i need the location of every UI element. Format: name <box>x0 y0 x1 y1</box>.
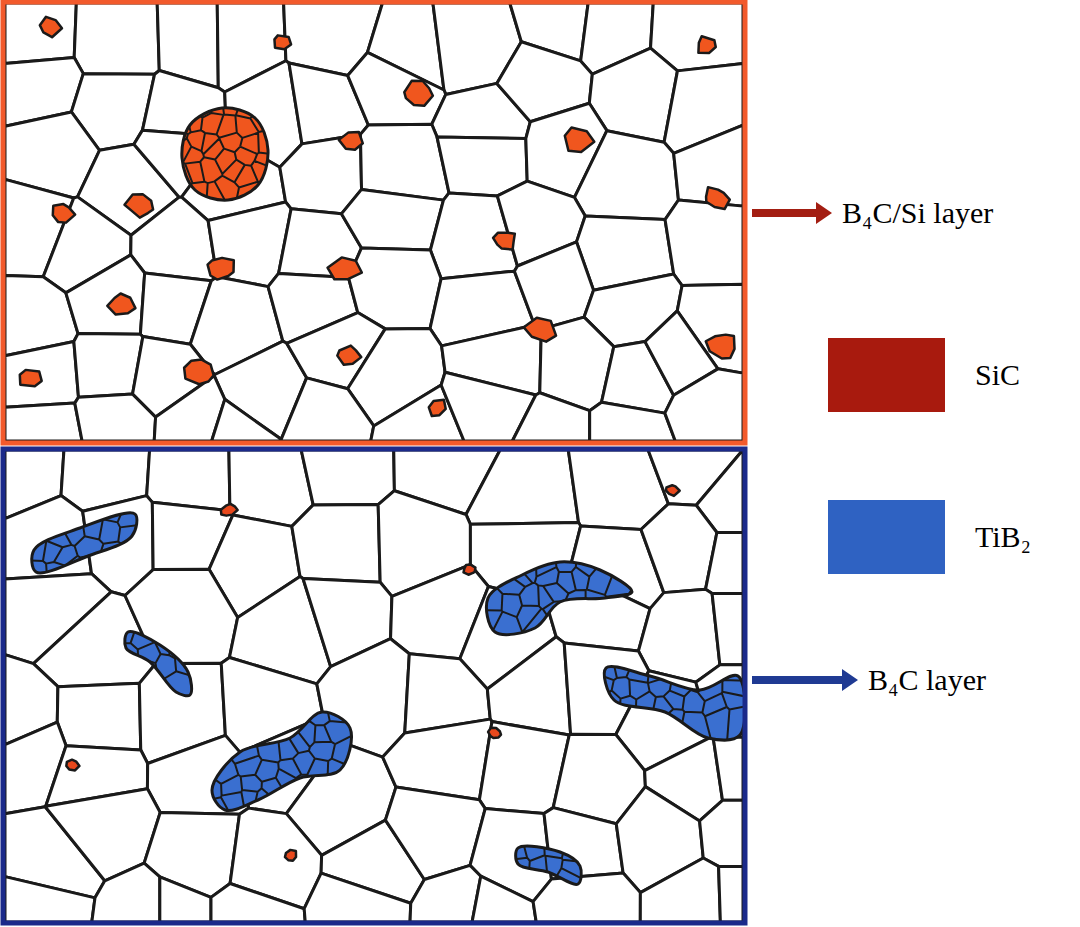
grain <box>512 393 589 441</box>
particle <box>274 35 291 49</box>
grain <box>92 863 160 922</box>
grain <box>410 865 481 922</box>
particle <box>404 81 433 106</box>
grain <box>301 450 394 505</box>
grain <box>638 589 719 682</box>
grain <box>5 3 76 63</box>
grain <box>712 594 743 665</box>
grain <box>533 873 640 922</box>
particle <box>221 504 238 516</box>
grain <box>147 450 230 511</box>
grain <box>641 504 717 593</box>
cluster-outline <box>182 108 268 200</box>
cluster-outline <box>486 562 632 635</box>
particle <box>53 204 75 223</box>
grain <box>665 200 743 286</box>
grain <box>341 189 443 250</box>
grain <box>5 403 82 441</box>
particle <box>706 335 735 359</box>
leader-arrow <box>752 202 832 224</box>
layer-label: B₄C/Si layer <box>842 196 993 231</box>
particle <box>666 485 680 496</box>
panel-border <box>3 449 745 923</box>
grain <box>66 255 145 334</box>
sic-particles <box>20 17 735 416</box>
grain <box>281 378 374 441</box>
sub-grain-lines <box>106 612 210 715</box>
particle <box>706 187 730 209</box>
grain <box>57 683 140 750</box>
particle <box>184 360 214 385</box>
particle <box>285 850 296 861</box>
cluster-outline <box>516 846 582 884</box>
legend-text: TiB₂ <box>975 520 1031 555</box>
grain <box>211 884 305 922</box>
particle <box>464 564 476 574</box>
grain <box>5 341 78 407</box>
particle <box>208 258 234 280</box>
particle <box>328 257 362 279</box>
grain <box>514 242 593 329</box>
panel-border <box>3 2 745 443</box>
legend-swatch <box>828 338 945 412</box>
grain <box>665 369 743 441</box>
cluster-outline <box>604 666 745 740</box>
particle <box>493 233 515 250</box>
sub-grain-lines <box>586 648 760 758</box>
sub-grain-lines <box>192 692 370 830</box>
cluster-outline <box>32 513 137 573</box>
cluster-outline <box>125 631 192 695</box>
tib2-particles <box>14 485 760 904</box>
particle <box>20 370 42 386</box>
cluster-outline <box>212 712 351 811</box>
grain <box>466 450 579 524</box>
legend-swatch <box>828 500 945 574</box>
grain <box>75 394 156 441</box>
grain <box>229 450 313 526</box>
particle <box>107 294 135 315</box>
particle <box>565 127 595 151</box>
grain <box>74 3 159 74</box>
particle <box>488 728 501 738</box>
grain <box>640 858 720 922</box>
particle <box>524 318 556 342</box>
grain <box>472 876 536 922</box>
particle <box>124 194 153 218</box>
grain <box>5 877 95 922</box>
particle <box>429 400 446 416</box>
grain <box>348 52 446 125</box>
leader-arrow <box>752 669 858 691</box>
particle <box>339 132 363 150</box>
grain <box>360 124 449 200</box>
grain <box>292 505 380 583</box>
sub-grain-lines <box>468 542 652 652</box>
sub-grain-lines <box>14 494 155 592</box>
legend-text: SiC <box>975 358 1020 393</box>
grain <box>706 532 743 593</box>
particle <box>66 760 79 771</box>
grain <box>700 800 743 866</box>
grain <box>304 873 411 922</box>
particle <box>337 346 361 365</box>
particle <box>40 17 62 37</box>
particle <box>698 36 715 53</box>
grain <box>713 737 743 800</box>
grain <box>590 402 676 441</box>
grain <box>719 866 743 922</box>
sub-grain-lines <box>160 85 290 222</box>
particle-cluster <box>125 631 192 695</box>
layer-label: B₄C layer <box>868 663 986 698</box>
grain <box>487 637 570 735</box>
sub-grain-lines <box>498 828 600 904</box>
grain-network-top <box>5 3 743 441</box>
grain <box>160 877 211 922</box>
grain <box>212 399 282 441</box>
